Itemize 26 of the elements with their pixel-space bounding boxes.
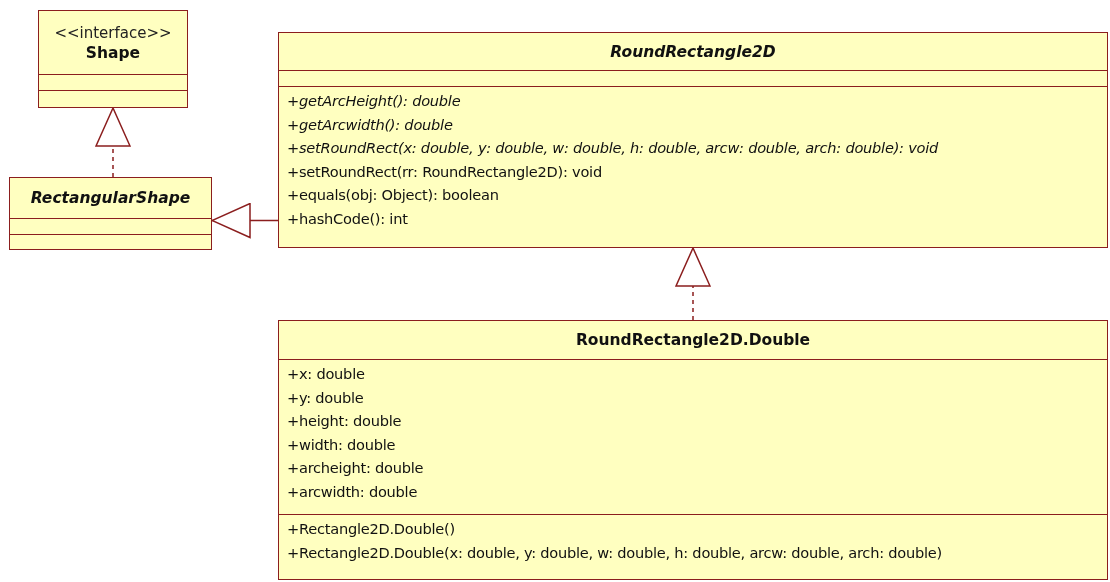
operation: +setRoundRect(rr: RoundRectangle2D): void [287,161,602,182]
generalization-arrow [675,247,711,321]
operation: +Rectangle2D.Double() [287,519,455,539]
operation: +getArcHeight(): double [287,91,461,111]
class-name: Shape [85,42,141,63]
attribute: +x: double [287,364,365,384]
operation: +hashCode(): int [287,208,408,229]
class-name: RoundRectangle2D [610,41,776,62]
operation: +equals(obj: Object): boolean [287,185,499,206]
class-name: RoundRectangle2D.Double [575,330,811,350]
class-box [278,32,1108,248]
operation: +getArcwidth(): double [287,114,453,135]
class-box [9,177,212,250]
operation: +Rectangle2D.Double(x: double, y: double, w: double, h: double, arcw: double, arch: double) [287,542,942,563]
stereotype-label: <<interface>> [54,22,172,43]
attribute: +arcwidth: double [287,481,418,502]
generalization-arrow [211,202,279,239]
class-name: RectangularShape [30,188,191,208]
class-box [38,10,188,108]
generalization-arrow [95,107,131,178]
operation: +setRoundRect(x: double, y: double, w: double, h: double, arcw: double, arch: double): void [287,138,939,159]
attribute: +width: double [287,434,396,455]
class-box [278,320,1108,580]
attribute: +archeight: double [287,458,424,479]
attribute: +height: double [287,411,402,432]
attribute: +y: double [287,387,364,408]
